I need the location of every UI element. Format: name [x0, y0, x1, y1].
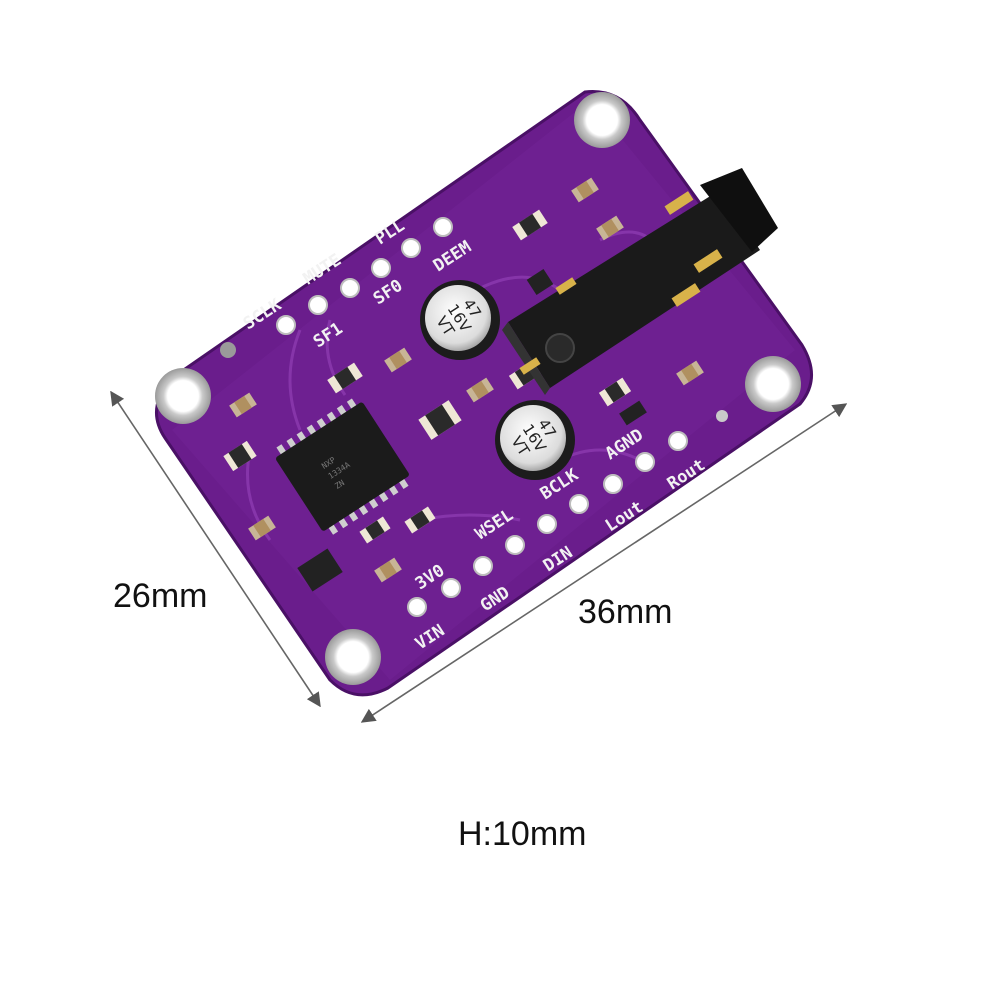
bottom-header-pins: [407, 431, 688, 617]
pcb-board: SCLK MUTE PLL SF1 SF0 DEEM 3V0 WSEL BCLK…: [155, 90, 813, 697]
mounting-hole-right: [745, 356, 801, 412]
audio-jack: [502, 168, 778, 395]
chip-marking-3: ZN: [333, 478, 346, 491]
mounting-hole-bottom: [325, 629, 381, 685]
capacitor-top: 47 16V VT: [420, 280, 500, 360]
height-dimension-label: H:10mm: [458, 815, 587, 853]
mounting-hole-top: [574, 92, 630, 148]
width-dimension-label: 26mm: [113, 577, 208, 615]
length-dimension-label: 36mm: [578, 593, 673, 631]
width-dimension-arrow: [110, 390, 321, 708]
dac-chip: NXP 1334A ZN: [276, 398, 409, 535]
mounting-hole-left: [155, 368, 211, 424]
top-header-pins: [276, 217, 453, 335]
length-dimension-arrow: [360, 403, 848, 723]
capacitor-bottom: 47 16V VT: [495, 400, 575, 480]
